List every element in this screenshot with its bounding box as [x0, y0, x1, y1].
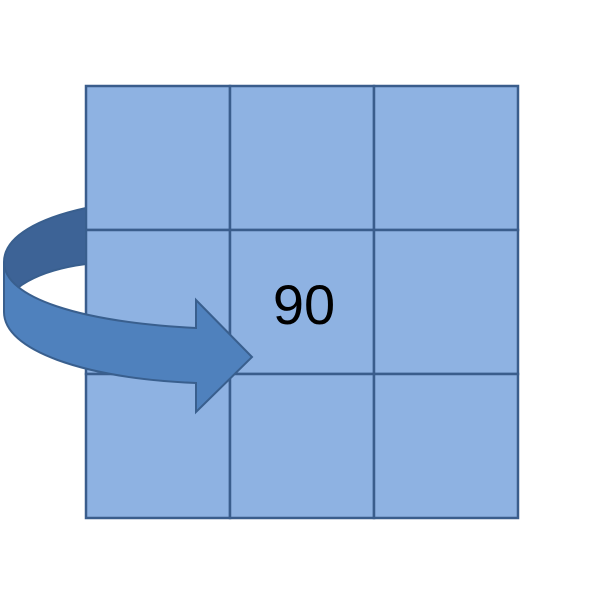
grid-cell-r1-c1: [84, 84, 232, 232]
grid-cell-r1-c2: [228, 84, 376, 232]
grid-cell-r2-c3: [372, 228, 520, 376]
grid-cell-r3-c2: [228, 372, 376, 520]
grid-cell-r3-c3: [372, 372, 520, 520]
grid-cell-r1-c3: [372, 84, 520, 232]
rotation-arrow-body: [3, 261, 254, 415]
rotation-arrow-icon: [3, 206, 254, 415]
center-cell-label: 90: [273, 273, 335, 336]
